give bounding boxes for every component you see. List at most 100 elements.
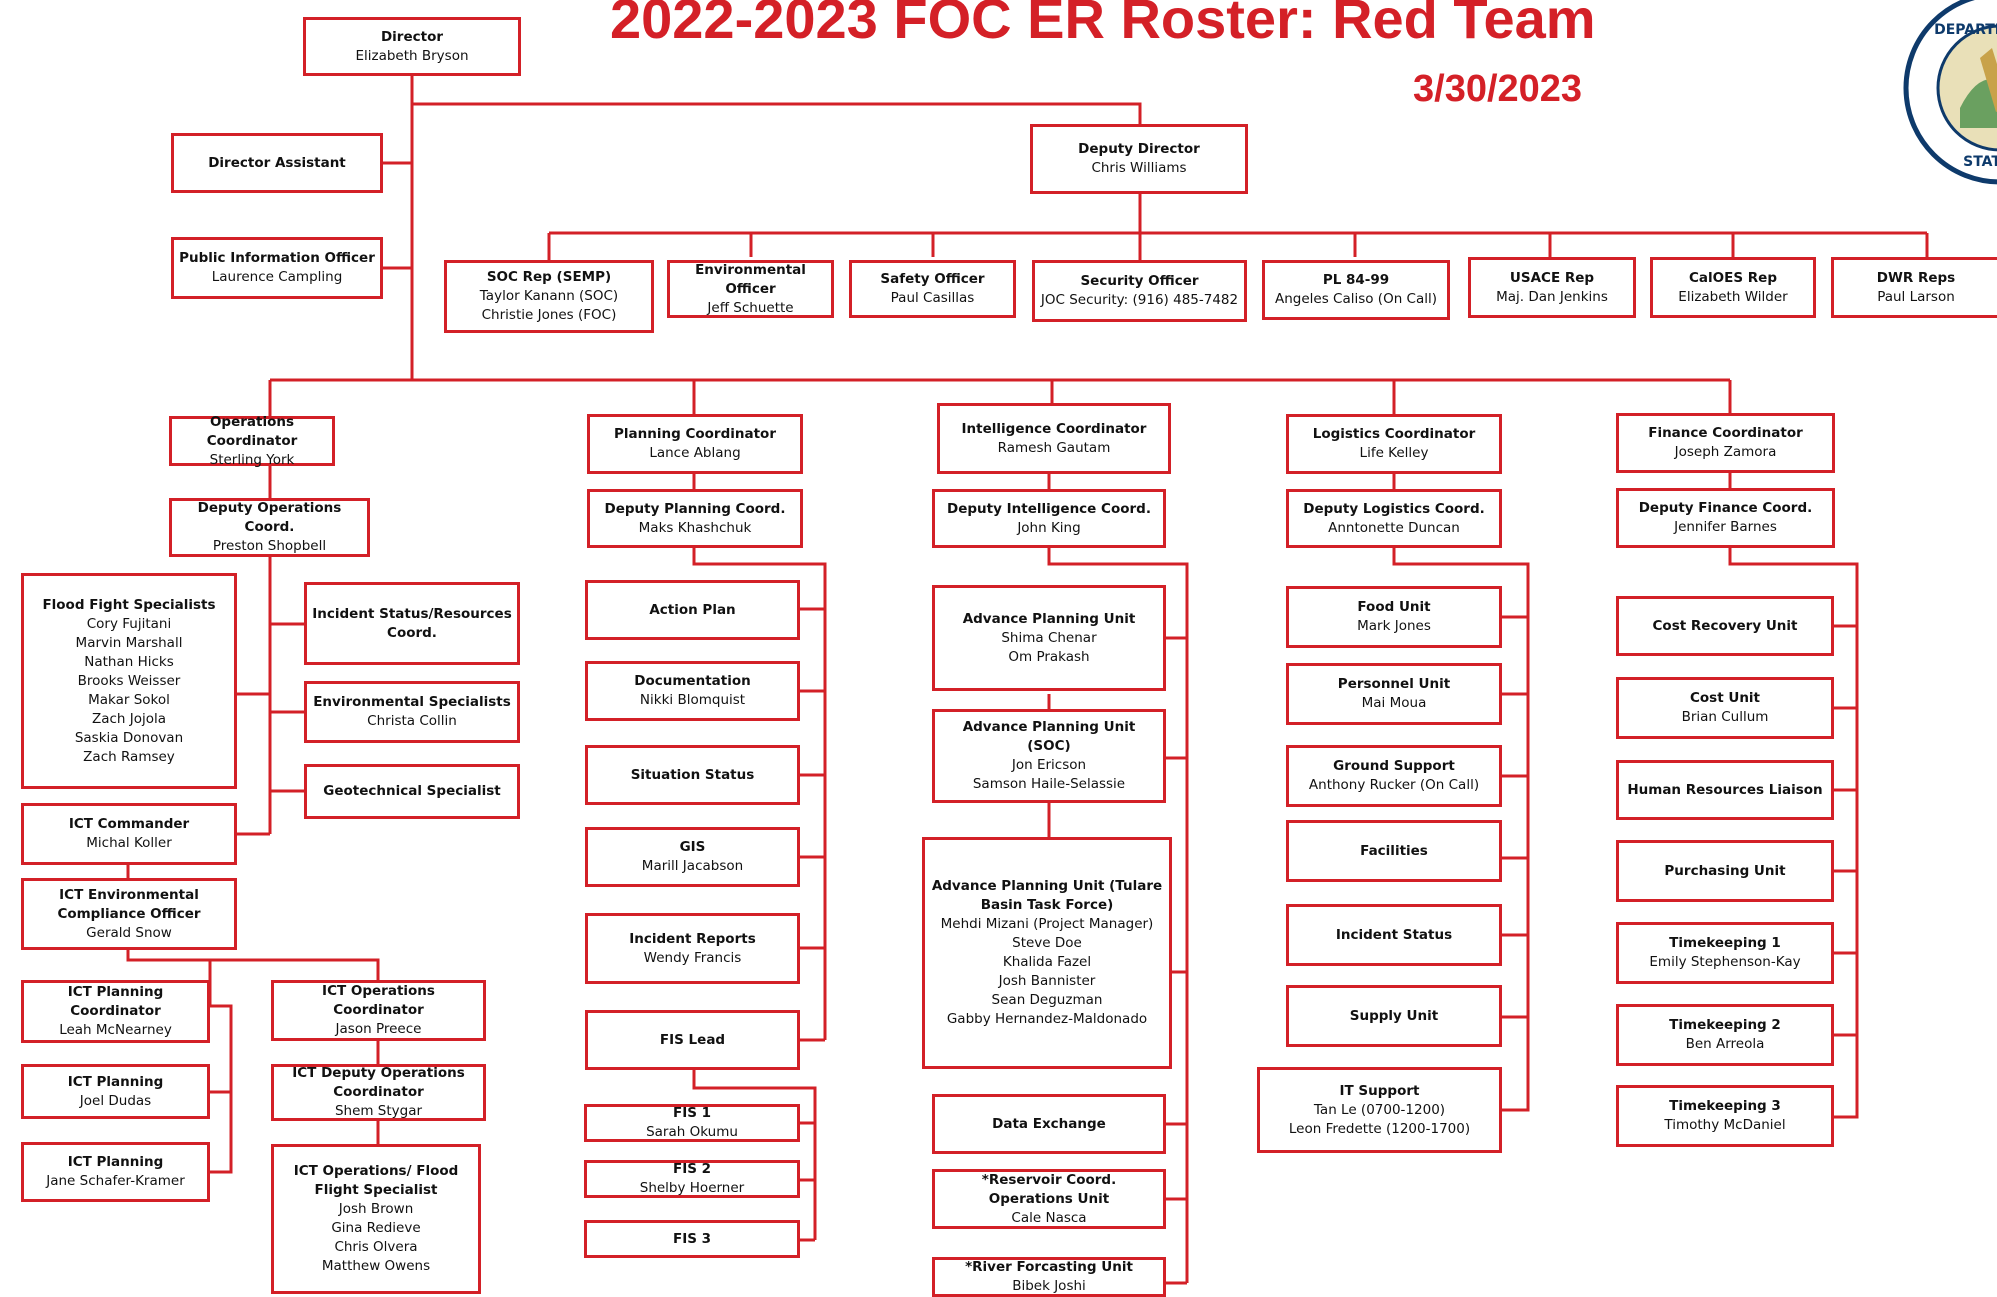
box-title: Environmental Specialists (313, 694, 511, 710)
box-member: Gina Redieve (331, 1220, 421, 1236)
box-title: Deputy Finance Coord. (1638, 500, 1813, 516)
box-member: Shem Stygar (334, 1103, 423, 1119)
box-member: Paul Larson (1877, 288, 1955, 305)
org-box-incident-status-resources: Incident Status/Resources Coord. (304, 582, 520, 665)
box-member: Jason Preece (335, 1021, 422, 1037)
org-box-director-assistant: Director Assistant (171, 133, 383, 193)
box-member: JOC Security: (916) 485-7482 (1040, 292, 1239, 308)
org-box-deputy-ops: Deputy Operations Coord.Preston Shopbell (169, 498, 370, 557)
box-title: ICT Environmental Compliance Officer (57, 886, 201, 922)
org-box-data-exchange: Data Exchange (932, 1094, 1166, 1154)
seal-text-bottom: STATE OF (1963, 154, 1997, 170)
box-member: Anntonette Duncan (1328, 519, 1460, 536)
box-member: Maj. Dan Jenkins (1496, 288, 1608, 305)
box-title: Advance Planning Unit (SOC) (962, 719, 1136, 754)
box-member: Sterling York (209, 451, 295, 468)
box-member: John King (1017, 519, 1081, 536)
box-member: Josh Bannister (998, 973, 1096, 989)
box-title: Action Plan (649, 601, 736, 618)
box-member: Jon Ericson (1011, 757, 1087, 773)
box-member: Nikki Blomquist (639, 692, 746, 708)
box-title: Supply Unit (1349, 1007, 1439, 1024)
box-title: Operations Coordinator (206, 413, 298, 449)
box-member: Steve Doe (1012, 935, 1082, 951)
box-member: Matthew Owens (321, 1258, 431, 1274)
box-member: Life Kelley (1359, 445, 1429, 461)
box-title: *Reservoir Coord. Operations Unit (981, 1171, 1117, 1207)
box-title: ICT Planning Coordinator (67, 984, 164, 1019)
box-title: Planning Coordinator (614, 426, 776, 442)
box-title: Environmental Officer (695, 261, 806, 297)
box-title: Incident Status/Resources Coord. (312, 605, 512, 641)
page-title: 2022-2023 FOC ER Roster: Red Team (610, 0, 1596, 50)
box-title: *River Forcasting Unit (965, 1259, 1133, 1275)
box-title: Incident Reports (629, 930, 756, 947)
box-member: Emily Stephenson-Kay (1649, 954, 1801, 970)
box-member: Joseph Zamora (1674, 444, 1777, 460)
org-box-supply-unit: Supply Unit (1286, 985, 1502, 1047)
box-title: FIS Lead (659, 1031, 726, 1048)
box-member: Samson Haile-Selassie (972, 776, 1126, 792)
box-member: Chris Williams (1091, 160, 1187, 176)
box-title: Deputy Operations Coord. (197, 500, 342, 535)
box-member: Taylor Kanann (SOC) (479, 288, 619, 304)
box-title: Timekeeping 3 (1669, 1098, 1781, 1114)
box-title: DWR Reps (1876, 269, 1956, 286)
org-box-deputy-logistics: Deputy Logistics Coord.Anntonette Duncan (1286, 489, 1502, 548)
org-box-hr-liaison: Human Resources Liaison (1616, 760, 1834, 820)
box-member: Nathan Hicks (84, 653, 174, 670)
box-member: Leah McNearney (59, 1022, 172, 1038)
box-member: Marvin Marshall (75, 634, 183, 651)
org-box-facilities: Facilities (1286, 820, 1502, 882)
box-member: Bibek Joshi (1012, 1278, 1086, 1294)
org-box-soc-rep: SOC Rep (SEMP)Taylor Kanann (SOC)Christi… (444, 260, 654, 333)
box-member: Brooks Weisser (77, 672, 181, 689)
box-title: Geotechnical Specialist (323, 783, 501, 799)
box-title: Finance Coordinator (1648, 425, 1803, 441)
box-member: Josh Brown (338, 1201, 414, 1217)
box-member: Wendy Francis (643, 949, 742, 966)
box-title: Director (380, 28, 444, 45)
box-member: Mehdi Mizani (Project Manager) (940, 916, 1154, 932)
box-title: Deputy Planning Coord. (604, 500, 786, 517)
box-title: Logistics Coordinator (1312, 426, 1476, 442)
box-title: Cost Unit (1689, 690, 1761, 706)
box-member: Sarah Okumu (646, 1124, 738, 1140)
box-title: Deputy Director (1078, 141, 1200, 157)
box-title: SOC Rep (SEMP) (486, 269, 612, 285)
box-title: Advance Planning Unit (962, 610, 1136, 627)
box-member: Sean Deguzman (991, 992, 1103, 1008)
box-member: Tan Le (0700-1200) (1313, 1101, 1446, 1118)
box-member: Cale Nasca (1011, 1209, 1087, 1226)
org-box-deputy-planning: Deputy Planning Coord.Maks Khashchuk (587, 489, 803, 548)
box-title: Director Assistant (208, 154, 346, 171)
box-member: Jennifer Barnes (1674, 519, 1777, 535)
box-member: Jane Schafer-Kramer (46, 1173, 185, 1189)
box-title: ICT Planning (67, 1154, 164, 1170)
org-box-situation-status: Situation Status (585, 745, 800, 805)
roster-date: 3/30/2023 (1413, 68, 1583, 110)
box-member: Joel Dudas (79, 1092, 152, 1109)
box-member: Leon Fredette (1200-1700) (1288, 1120, 1471, 1137)
org-box-fis-3: FIS 3 (584, 1220, 800, 1258)
seal-text-top: DEPARTMENT OF (1934, 22, 1997, 38)
